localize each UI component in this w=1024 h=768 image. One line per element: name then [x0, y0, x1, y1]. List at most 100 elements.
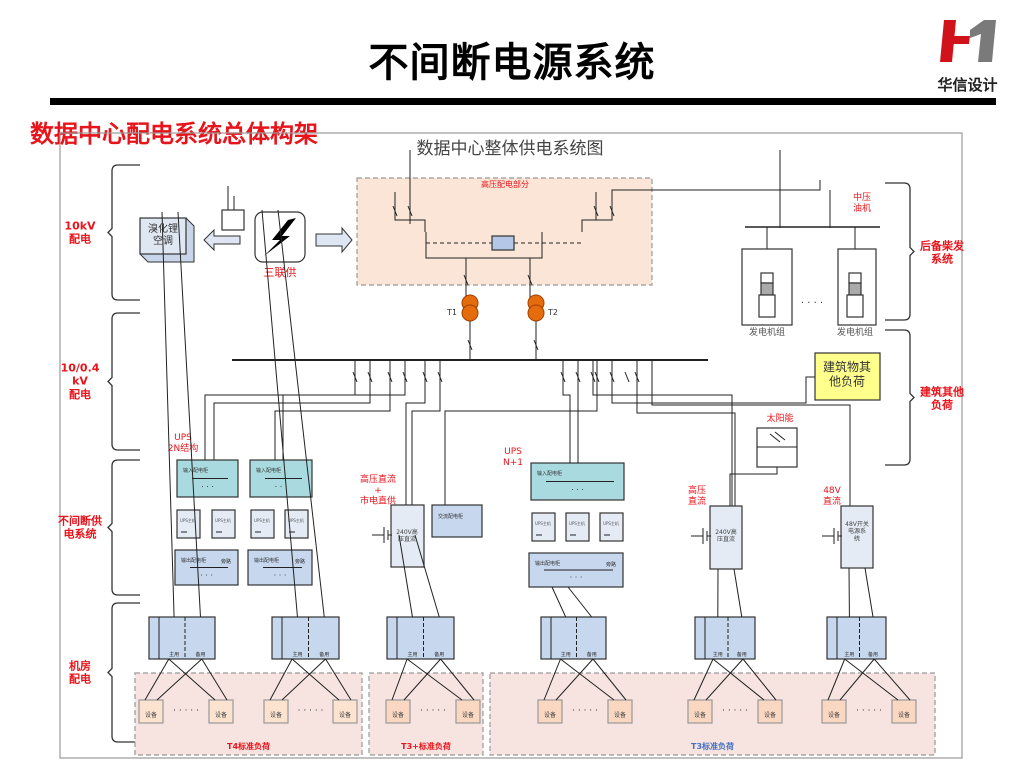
dc48-label-box: 48V开关电源系统 — [845, 520, 869, 542]
switch-icon — [590, 371, 596, 383]
wire — [712, 658, 765, 701]
right-arrow-icon — [315, 226, 353, 254]
generator-top — [848, 272, 862, 284]
diagram-frame — [59, 132, 963, 759]
wire — [839, 658, 875, 701]
input-panel-label: 输入配电柜 — [256, 467, 281, 474]
device-dots: · · · · · — [298, 706, 324, 716]
left-brace — [107, 459, 140, 596]
switch-icon — [402, 371, 408, 383]
generator-label-0: 发电机组 — [749, 326, 785, 338]
wire — [261, 209, 298, 618]
device-box — [821, 699, 847, 724]
room-cabinet — [540, 616, 607, 660]
right-brace — [885, 182, 915, 321]
load-zone-label-2: T3标准负荷 — [691, 741, 734, 751]
wire — [444, 360, 598, 505]
device-label: 设备 — [764, 711, 776, 719]
wire — [844, 658, 899, 701]
transformer-label-1: T2 — [547, 308, 558, 317]
panel-dots: · · · — [275, 483, 288, 492]
device-label: 设备 — [270, 711, 282, 719]
cabinet-backup-label: 备用 — [587, 651, 597, 658]
device-box — [687, 699, 713, 724]
ups-unit-label: UPS主机 — [288, 517, 304, 523]
switch-icon — [560, 371, 566, 383]
wire — [693, 658, 714, 701]
wire — [269, 658, 293, 701]
device-box — [607, 699, 633, 724]
generator-base — [846, 294, 864, 318]
cabinet-backup-label: 备用 — [319, 651, 329, 658]
switch-icon — [527, 274, 533, 286]
device-label: 设备 — [215, 711, 227, 719]
panel-dots: · · · — [274, 571, 287, 580]
device-box — [263, 699, 289, 724]
wire — [567, 586, 593, 618]
wire — [177, 211, 201, 618]
wire — [414, 534, 440, 618]
cabinet-main-label: 主用 — [407, 651, 417, 658]
wire — [391, 658, 408, 701]
left-arrow-icon — [203, 228, 241, 252]
switch-icon — [437, 371, 443, 383]
hv-controller — [491, 235, 515, 251]
wire — [632, 180, 821, 191]
wire — [282, 360, 406, 460]
device-label: 设备 — [544, 711, 556, 719]
switch-icon — [609, 205, 615, 217]
device-dots: · · · · · — [420, 706, 446, 716]
hvdc-240v-box — [390, 504, 425, 568]
logo-mark-icon — [940, 20, 996, 62]
ac-distribution-panel — [431, 504, 483, 538]
device-label: 设备 — [694, 711, 706, 719]
page-title: 不间断电源系统 — [368, 40, 656, 86]
wire — [551, 586, 567, 618]
wire — [281, 658, 326, 701]
wire — [213, 360, 371, 460]
bypass-label: 旁路 — [221, 558, 231, 565]
ups-unit-label: UPS主机 — [254, 517, 270, 523]
wire — [636, 360, 736, 506]
output-panel-label: 输出配电柜 — [181, 557, 206, 564]
wire — [274, 360, 391, 460]
device-box — [891, 699, 917, 724]
device-box — [208, 699, 234, 724]
switch-icon — [422, 371, 428, 383]
logo-text: 华信设计 — [937, 76, 998, 94]
device-dots: · · · · · — [572, 706, 598, 716]
wire — [729, 467, 778, 506]
hvdc-label: 高压直流 — [688, 484, 706, 507]
company-logo — [940, 16, 1000, 66]
switch-icon — [407, 205, 413, 217]
device-label: 设备 — [898, 711, 910, 719]
left-brace — [107, 312, 140, 451]
switch-icon — [467, 339, 473, 351]
ups-unit — [599, 512, 624, 542]
switch-icon — [533, 339, 539, 351]
wire — [204, 360, 356, 460]
bypass-label: 旁路 — [295, 558, 305, 565]
ups-unit — [176, 509, 201, 539]
ups-unit-label: UPS主机 — [569, 520, 585, 526]
boiler-icon — [221, 209, 245, 231]
room-cabinet — [386, 616, 455, 660]
generator-body — [848, 282, 862, 296]
switch-icon — [593, 205, 599, 217]
cchp-label: 三联供 — [264, 265, 297, 279]
left-brace — [107, 164, 140, 301]
panel-dots: · · · — [570, 573, 583, 582]
device-box — [757, 699, 783, 724]
lightning-icon — [264, 218, 296, 256]
hvdc-mains-label: 高压直流+市电直供 — [360, 473, 396, 507]
switch-icon — [624, 371, 630, 383]
device-label: 设备 — [145, 711, 157, 719]
ups-unit-label: UPS主机 — [603, 520, 619, 526]
ups-unit — [565, 512, 590, 542]
ups-unit — [284, 509, 309, 539]
solar-ray-icon — [774, 431, 786, 441]
generator-dots: · · · · — [801, 298, 823, 309]
